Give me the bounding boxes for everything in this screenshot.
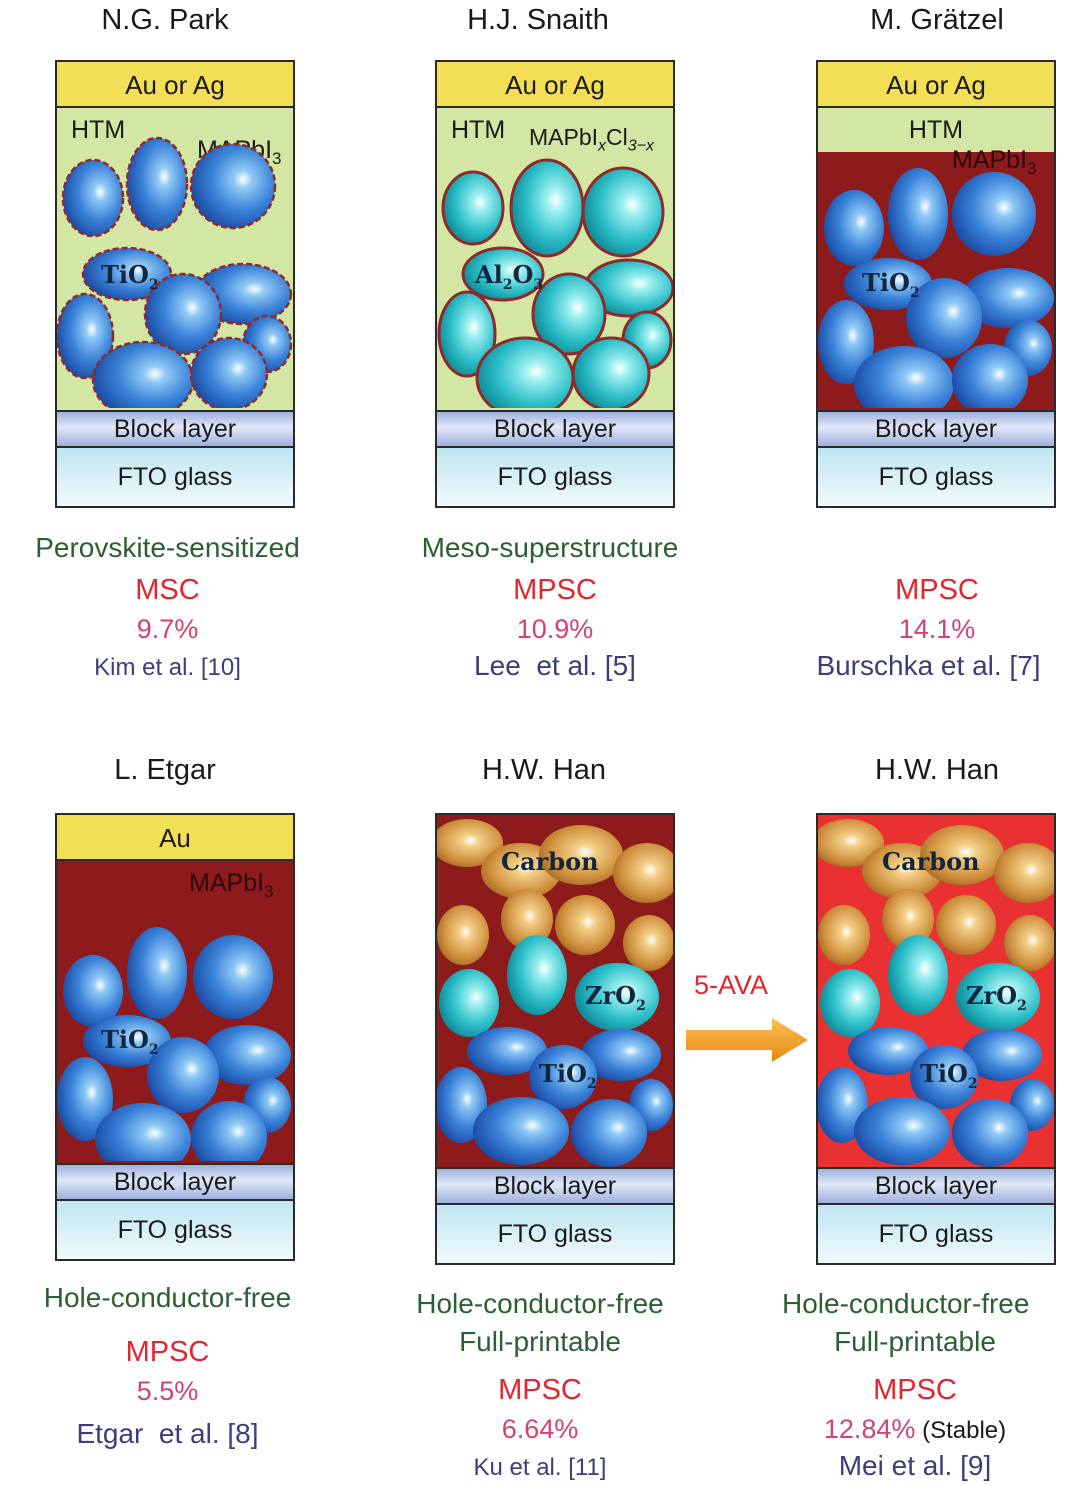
reference-park: Kim et al. [10] <box>94 654 241 681</box>
absorber-label: MAPbI3 <box>952 146 1037 178</box>
type-label-park: Perovskite-sensitized <box>35 532 300 563</box>
device-diagram-snaith: Au or Ag HTM MAPbIxCl3−x Al2O3 Block lay… <box>435 60 675 508</box>
metal-contact-layer: Au or Ag <box>818 62 1054 108</box>
tio2-label: TiO2 <box>101 260 159 293</box>
cell-label-snaith: MPSC <box>513 574 597 606</box>
htm-layer <box>818 108 1054 152</box>
metal-contact-layer: Au or Ag <box>437 62 673 108</box>
particle-stack <box>437 819 673 1167</box>
reference-snaith: Lee et al. [5] <box>474 650 636 681</box>
author-han-1: H.W. Han <box>481 754 607 786</box>
reference-etgar: Etgar et al. [8] <box>76 1418 259 1449</box>
type2-label-han-2: Full-printable <box>834 1326 996 1357</box>
treatment-label: 5-AVA <box>694 970 769 1000</box>
type-label-han-2: Hole-conductor-free <box>782 1288 1030 1319</box>
device-diagram-han-1: Carbon ZrO2 TiO2 Block layer FTO glass <box>435 813 675 1265</box>
zro2-label: ZrO2 <box>966 981 1027 1014</box>
tio2-label: TiO2 <box>862 268 920 301</box>
tio2-label: TiO2 <box>920 1059 978 1092</box>
block-layer: Block layer <box>57 1163 293 1201</box>
author-etgar: L. Etgar <box>114 754 216 786</box>
block-layer: Block layer <box>57 410 293 448</box>
absorber-label: MAPbIxCl3−x <box>529 124 655 155</box>
device-diagram-gratzel: Au or Ag HTM MAPbI3 TiO2 Block layer FTO… <box>816 60 1056 508</box>
efficiency-snaith: 10.9% <box>516 614 594 644</box>
metal-contact-layer: Au or Ag <box>57 62 293 108</box>
carbon-label: Carbon <box>882 847 980 876</box>
cell-label-park: MSC <box>135 574 200 606</box>
fto-glass-layer: FTO glass <box>818 448 1054 506</box>
reference-gratzel: Burschka et al. [7] <box>816 650 1041 681</box>
cell-label-han-2: MPSC <box>873 1374 957 1406</box>
reference-han-1: Ku et al. [11] <box>473 1454 607 1481</box>
block-layer: Block layer <box>437 410 673 448</box>
htm-label: HTM <box>71 116 126 144</box>
block-layer: Block layer <box>437 1167 673 1205</box>
fto-glass-layer: FTO glass <box>57 1201 293 1259</box>
type2-label-han-1: Full-printable <box>459 1326 621 1357</box>
efficiency-value: 12.84% <box>823 1414 916 1444</box>
fto-glass-layer: FTO glass <box>437 448 673 506</box>
device-diagram-etgar: Au MAPbI3 TiO2 Block layer FTO glass <box>55 813 295 1261</box>
absorber-label: MAPbI3 <box>189 869 274 901</box>
efficiency-park: 9.7% <box>136 614 199 644</box>
fto-glass-layer: FTO glass <box>57 448 293 506</box>
fto-glass-layer: FTO glass <box>818 1205 1054 1263</box>
metal-contact-layer: Au <box>57 815 293 861</box>
tio2-particles <box>57 136 293 408</box>
author-snaith: H.J. Snaith <box>467 4 609 36</box>
tio2-particles <box>818 168 1054 408</box>
reference-han-2: Mei et al. [9] <box>838 1450 992 1481</box>
block-layer: Block layer <box>818 1167 1054 1205</box>
type-label-etgar: Hole-conductor-free <box>43 1282 292 1313</box>
zro2-label: ZrO2 <box>585 981 646 1014</box>
htm-label: HTM <box>908 116 964 144</box>
fto-glass-layer: FTO glass <box>437 1205 673 1263</box>
tio2-label: TiO2 <box>101 1025 159 1058</box>
type-label-snaith: Meso-superstructure <box>421 532 679 563</box>
device-diagram-park: Au or Ag HTM MAPbI3 TiO2 Block layer FTO… <box>55 60 295 508</box>
author-park: N.G. Park <box>101 4 229 36</box>
cell-label-gratzel: MPSC <box>895 574 979 606</box>
htm-label: HTM <box>451 116 506 144</box>
cell-label-han-1: MPSC <box>498 1374 582 1406</box>
efficiency-etgar: 5.5% <box>136 1376 199 1406</box>
efficiency-han-2: 12.84% (Stable) <box>770 1414 1060 1445</box>
al2o3-label: Al2O3 <box>475 260 544 293</box>
al2o3-particles <box>437 158 673 408</box>
arrow-icon <box>686 1018 808 1062</box>
tio2-label: TiO2 <box>539 1059 597 1092</box>
efficiency-gratzel: 14.1% <box>898 614 976 644</box>
author-gratzel: M. Grätzel <box>870 4 1004 36</box>
block-layer: Block layer <box>818 410 1054 448</box>
stability-note: (Stable) <box>915 1417 1007 1444</box>
tio2-particles <box>57 927 291 1161</box>
author-han-2: H.W. Han <box>874 754 1000 786</box>
cell-label-etgar: MPSC <box>125 1336 210 1368</box>
device-diagram-han-2: Carbon ZrO2 TiO2 Block layer FTO glass <box>816 813 1056 1265</box>
particle-stack <box>818 819 1054 1167</box>
efficiency-han-1: 6.64% <box>501 1414 579 1444</box>
carbon-label: Carbon <box>501 847 599 876</box>
type-label-han-1: Hole-conductor-free <box>416 1288 664 1319</box>
